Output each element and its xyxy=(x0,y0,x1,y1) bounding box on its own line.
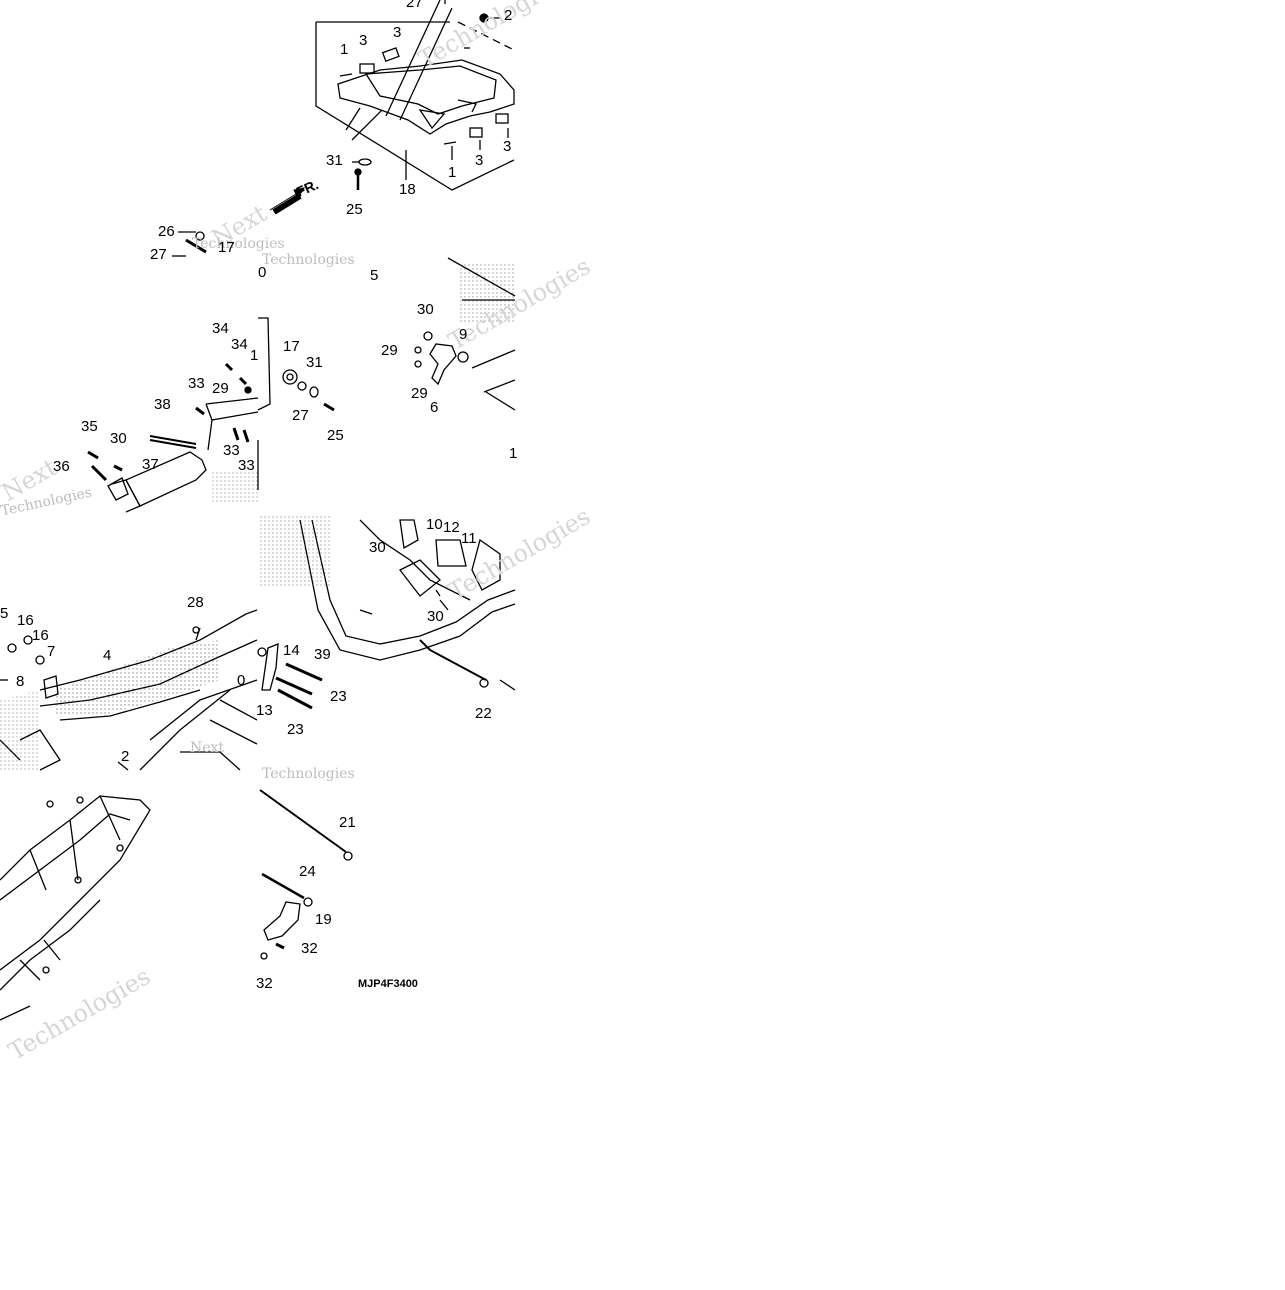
callout-label: 3 xyxy=(359,32,368,49)
callout-label: 25 xyxy=(346,201,363,218)
rod-group xyxy=(259,789,353,960)
callout-label: 6 xyxy=(430,399,439,416)
callout-label: 12 xyxy=(443,519,460,536)
callout-label: 1 xyxy=(340,41,349,58)
callout-label: 16 xyxy=(32,627,49,644)
callout-label: 27 xyxy=(150,246,167,263)
callout-label: 25 xyxy=(327,427,344,444)
callout-label: 27 xyxy=(292,407,309,424)
callout-label: 17 xyxy=(218,239,235,256)
callout-label: 10 xyxy=(426,516,443,533)
callout-label: 30 xyxy=(369,539,386,556)
callout-label: 30 xyxy=(110,430,127,447)
callout-label: 38 xyxy=(154,396,171,413)
callout-label: 3 xyxy=(475,152,484,169)
callout-label: 19 xyxy=(315,911,332,928)
callout-label: 0 xyxy=(258,264,267,281)
callout-label: 5 xyxy=(370,267,379,284)
callout-label: 29 xyxy=(411,385,428,402)
callout-label: 23 xyxy=(330,688,347,705)
bracket-group xyxy=(87,257,516,513)
callout-label: 11 xyxy=(461,530,477,547)
callout-label: 32 xyxy=(301,940,318,957)
watermark-text: Technologies xyxy=(192,236,285,252)
skid-plate-group xyxy=(315,0,515,191)
callout-label: 3 xyxy=(503,138,512,155)
callout-label: 31 xyxy=(326,152,343,169)
callout-label: 32 xyxy=(256,975,273,992)
drawing-code: MJP4F3400 xyxy=(358,978,418,990)
callout-label: 30 xyxy=(427,608,444,625)
callout-label: 26 xyxy=(158,223,175,240)
callout-label: 36 xyxy=(53,458,70,475)
callout-label: 22 xyxy=(475,705,492,722)
callout-label: 35 xyxy=(81,418,98,435)
callout-label: 1 xyxy=(448,164,457,181)
callout-label: 33 xyxy=(188,375,205,392)
callout-label: 28 xyxy=(187,594,204,611)
callout-label: 33 xyxy=(238,457,255,474)
callout-label: 37 xyxy=(142,456,159,473)
watermark-text: Technologies xyxy=(262,766,355,782)
callout-label: 30 xyxy=(417,301,434,318)
callout-label: 21 xyxy=(339,814,356,831)
callout-label: 5 xyxy=(0,605,9,622)
callout-label: 2 xyxy=(504,7,513,24)
callout-label: 24 xyxy=(299,863,316,880)
callout-label: 9 xyxy=(459,326,468,343)
callout-label: 27 xyxy=(406,0,423,11)
callout-label: 34 xyxy=(231,336,248,353)
callout-label: 14 xyxy=(283,642,300,659)
callout-label: 29 xyxy=(212,380,229,397)
callout-label: 18 xyxy=(399,181,416,198)
callout-label: 0 xyxy=(237,672,246,689)
callout-label: 31 xyxy=(306,354,323,371)
callout-label: 2 xyxy=(121,748,130,765)
callout-label: 16 xyxy=(17,612,34,629)
callout-label: 17 xyxy=(283,338,300,355)
callout-label: 13 xyxy=(256,702,273,719)
callout-label: 33 xyxy=(223,442,240,459)
callout-label: 7 xyxy=(47,643,56,660)
callout-label: 8 xyxy=(16,673,25,690)
watermark-text: Technologies xyxy=(262,252,355,268)
callout-label: 1 xyxy=(250,347,259,364)
callout-label: 23 xyxy=(287,721,304,738)
callout-label: 3 xyxy=(393,24,402,41)
callout-label: 29 xyxy=(381,342,398,359)
callout-label: 39 xyxy=(314,646,331,663)
callout-label: 34 xyxy=(212,320,229,337)
callout-label: 1 xyxy=(509,445,518,462)
frame-lower-left xyxy=(0,795,151,1021)
callout-label: 4 xyxy=(103,647,112,664)
frame-lower-right xyxy=(257,519,516,710)
watermark-text: Next xyxy=(190,740,225,756)
